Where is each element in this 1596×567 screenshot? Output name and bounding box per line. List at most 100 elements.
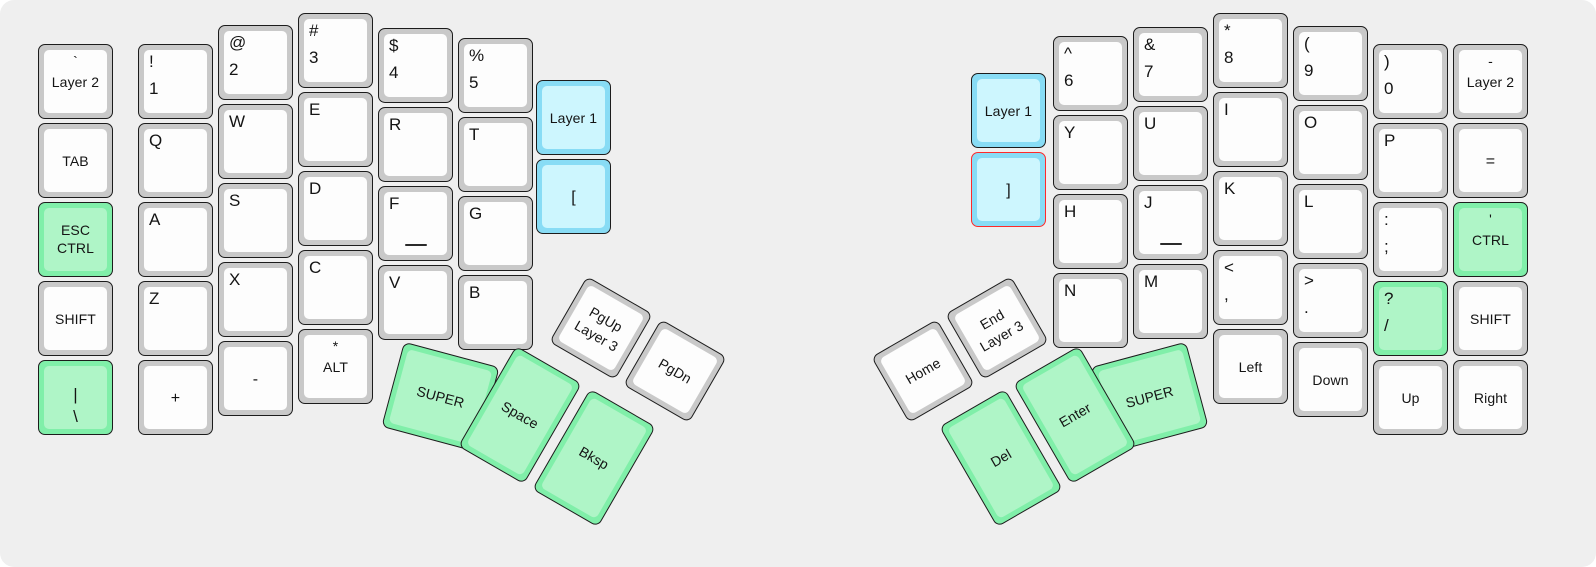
key-shifted-legend: )	[1384, 52, 1390, 71]
key-l-c2-r2[interactable]: S	[218, 183, 293, 258]
key-l-c3-r0[interactable]: #3	[298, 13, 373, 88]
key-l-c2-r4[interactable]: -	[218, 341, 293, 416]
key-l-c4-r0[interactable]: $4	[378, 28, 453, 103]
key-l-c5-r1[interactable]: T	[458, 117, 533, 192]
key-primary-legend: F	[389, 194, 400, 213]
keycap-face: )0	[1379, 50, 1442, 113]
keycap-face: W	[224, 110, 287, 173]
key-r-c0-r0[interactable]: Layer 1	[971, 73, 1046, 148]
keycap-face: T	[464, 123, 527, 186]
key-shifted-legend: -	[1488, 53, 1493, 69]
key-r-c6-r0[interactable]: -Layer 2	[1453, 44, 1528, 119]
key-l-c3-r4[interactable]: *ALT	[298, 329, 373, 404]
key-primary-legend: SHIFT	[1470, 310, 1511, 327]
key-shifted-legend: &	[1144, 35, 1156, 54]
key-r-c5-r1[interactable]: P	[1373, 123, 1448, 198]
key-primary-legend: Enter	[1056, 399, 1094, 431]
keycap-face: :;	[1379, 208, 1442, 271]
key-l-c1-r2[interactable]: A	[138, 202, 213, 277]
key-l-c5-r0[interactable]: %5	[458, 38, 533, 113]
key-l-c4-r1[interactable]: R	[378, 107, 453, 182]
key-l-c0-r3[interactable]: SHIFT	[38, 281, 113, 356]
key-l-c5-r2[interactable]: G	[458, 196, 533, 271]
key-r-c5-r0[interactable]: )0	[1373, 44, 1448, 119]
key-primary-legend: +	[170, 389, 181, 407]
key-primary-legend: Layer 1	[549, 109, 598, 126]
key-l-c1-r0[interactable]: !1	[138, 44, 213, 119]
key-primary-legend: 4	[389, 63, 399, 82]
key-primary-legend: 8	[1224, 48, 1234, 67]
key-primary-legend: U	[1144, 114, 1157, 133]
key-r-c4-r0[interactable]: (9	[1293, 26, 1368, 101]
key-l-c4-r2[interactable]: F	[378, 186, 453, 261]
key-r-c1-r1[interactable]: Y	[1053, 115, 1128, 190]
key-primary-legend: Z	[149, 289, 160, 308]
key-r-c6-r2[interactable]: 'CTRL	[1453, 202, 1528, 277]
key-r-c4-r3[interactable]: >.	[1293, 263, 1368, 338]
keycap-face: M	[1139, 270, 1202, 333]
key-l-c1-r4[interactable]: +	[138, 360, 213, 435]
key-l-c4-r3[interactable]: V	[378, 265, 453, 340]
key-l-c0-r4[interactable]: |\	[38, 360, 113, 435]
key-primary-legend: ]	[1006, 181, 1011, 199]
key-l-c6-r0[interactable]: Layer 1	[536, 80, 611, 155]
key-r-c0-r1[interactable]: ]	[971, 152, 1046, 227]
key-l-c1-r3[interactable]: Z	[138, 281, 213, 356]
key-r-c2-r3[interactable]: M	[1133, 264, 1208, 339]
key-r-c3-r0[interactable]: *8	[1213, 13, 1288, 88]
key-shifted-legend: `	[73, 53, 78, 69]
key-r-c6-r3[interactable]: SHIFT	[1453, 281, 1528, 356]
key-primary-legend: 7	[1144, 62, 1154, 81]
keycap-face: Layer 1	[542, 86, 605, 149]
keycap-face: SHIFT	[44, 287, 107, 350]
homing-bar-icon	[1159, 242, 1182, 245]
key-primary-legend: L	[1304, 192, 1314, 211]
key-r-c3-r2[interactable]: K	[1213, 171, 1288, 246]
key-l-c0-r2[interactable]: ESC CTRL	[38, 202, 113, 277]
key-shifted-legend: <	[1224, 258, 1235, 277]
key-l-c5-r3[interactable]: B	[458, 275, 533, 350]
key-l-c2-r0[interactable]: @2	[218, 25, 293, 100]
key-shifted-legend: *	[332, 338, 339, 354]
key-primary-legend: CTRL	[1472, 231, 1509, 248]
key-shifted-legend: #	[309, 21, 319, 40]
key-primary-legend: SUPER	[1123, 382, 1176, 411]
key-r-c3-r1[interactable]: I	[1213, 92, 1288, 167]
key-r-c4-r2[interactable]: L	[1293, 184, 1368, 259]
key-r-c1-r0[interactable]: ^6	[1053, 36, 1128, 111]
key-r-c2-r0[interactable]: &7	[1133, 27, 1208, 102]
key-r-c4-r1[interactable]: O	[1293, 105, 1368, 180]
key-l-c0-r1[interactable]: TAB	[38, 123, 113, 198]
key-l-c2-r3[interactable]: X	[218, 262, 293, 337]
keycap-face: (9	[1299, 32, 1362, 95]
key-primary-legend: ,	[1224, 285, 1229, 304]
keycap-face: %5	[464, 44, 527, 107]
key-r-c1-r3[interactable]: N	[1053, 273, 1128, 348]
key-l-c6-r1[interactable]: [	[536, 159, 611, 234]
key-r-c5-r4[interactable]: Up	[1373, 360, 1448, 435]
key-r-c1-r2[interactable]: H	[1053, 194, 1128, 269]
key-r-c2-r1[interactable]: U	[1133, 106, 1208, 181]
key-l-c0-r0[interactable]: `Layer 2	[38, 44, 113, 119]
keycap-face: Home	[879, 327, 967, 415]
key-r-c5-r2[interactable]: :;	[1373, 202, 1448, 277]
key-l-c3-r1[interactable]: E	[298, 92, 373, 167]
key-primary-legend: M	[1144, 272, 1159, 291]
key-l-c1-r1[interactable]: Q	[138, 123, 213, 198]
key-r-c5-r3[interactable]: ?/	[1373, 281, 1448, 356]
key-shifted-legend: %	[469, 46, 485, 65]
key-r-c6-r1[interactable]: =	[1453, 123, 1528, 198]
keycap-face: >.	[1299, 269, 1362, 332]
key-shifted-legend: !	[149, 52, 154, 71]
key-l-c3-r3[interactable]: C	[298, 250, 373, 325]
keycap-face: ]	[977, 158, 1040, 221]
key-primary-legend: R	[389, 115, 402, 134]
key-r-c6-r4[interactable]: Right	[1453, 360, 1528, 435]
key-primary-legend: K	[1224, 179, 1236, 198]
key-r-c3-r4[interactable]: Left	[1213, 329, 1288, 404]
key-l-c3-r2[interactable]: D	[298, 171, 373, 246]
key-r-c4-r4[interactable]: Down	[1293, 342, 1368, 417]
key-r-c3-r3[interactable]: <,	[1213, 250, 1288, 325]
key-l-c2-r1[interactable]: W	[218, 104, 293, 179]
key-r-c2-r2[interactable]: J	[1133, 185, 1208, 260]
